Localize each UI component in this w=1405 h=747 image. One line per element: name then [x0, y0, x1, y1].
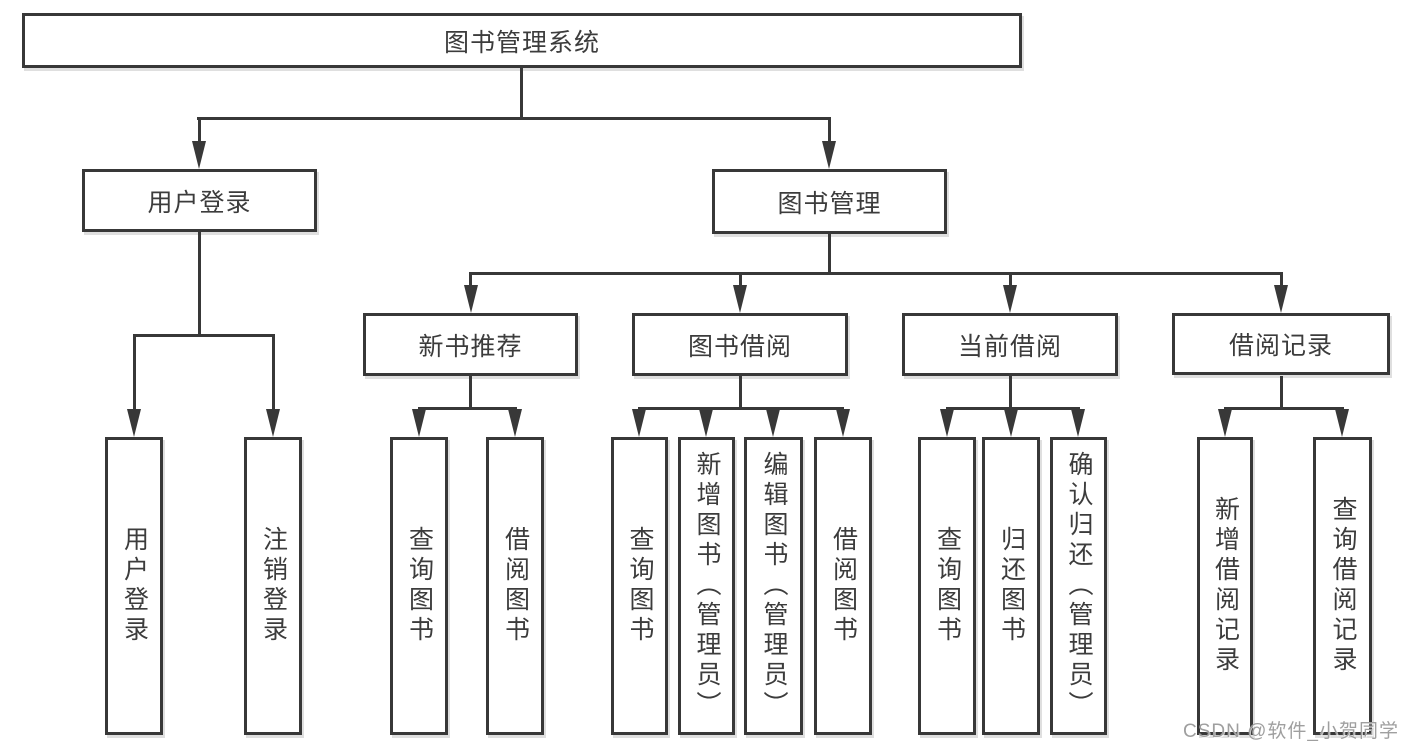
- leaf-label: 查询图书: [933, 526, 962, 646]
- leaf-return-books: 归还图书: [982, 437, 1040, 735]
- arrow-down-icon: [733, 285, 747, 313]
- connector-line: [133, 334, 136, 412]
- arrow-down-icon: [699, 409, 713, 437]
- node-new-book-recommend: 新书推荐: [363, 313, 578, 376]
- node-borrowing-records: 借阅记录: [1172, 313, 1390, 375]
- node-book-borrowing: 图书借阅: [632, 313, 848, 376]
- connector-line: [418, 407, 517, 410]
- arrow-down-icon: [1218, 409, 1232, 437]
- connector-line: [1280, 272, 1283, 290]
- node-user-login: 用户登录: [82, 169, 317, 232]
- leaf-label: 确认归还（管理员）: [1065, 451, 1093, 721]
- leaf-query-books-current: 查询图书: [918, 437, 976, 735]
- connector-line: [739, 376, 742, 410]
- leaf-user-login: 用户登录: [105, 437, 163, 735]
- arrow-down-icon: [412, 409, 426, 437]
- leaf-borrow-books: 借阅图书: [814, 437, 872, 735]
- leaf-label: 借阅图书: [501, 526, 530, 646]
- leaf-edit-books-admin: 编辑图书（管理员）: [744, 437, 803, 735]
- connector-line: [272, 334, 275, 412]
- watermark: CSDN @软件_小贺同学: [1183, 721, 1399, 742]
- leaf-add-borrow-record: 新增借阅记录: [1197, 437, 1253, 735]
- leaf-query-books-borrow: 查询图书: [611, 437, 668, 735]
- leaf-label: 编辑图书（管理员）: [760, 451, 788, 721]
- connector-line: [739, 272, 742, 290]
- connector-line: [828, 117, 831, 147]
- connector-line: [198, 232, 201, 337]
- leaf-query-books-rec: 查询图书: [390, 437, 448, 735]
- leaf-label: 查询图书: [405, 526, 434, 646]
- arrow-down-icon: [1274, 285, 1288, 313]
- leaf-label: 新增图书（管理员）: [693, 451, 721, 721]
- connector-line: [133, 334, 275, 337]
- connector-line: [1280, 376, 1283, 410]
- arrow-down-icon: [192, 141, 206, 169]
- connector-line: [638, 407, 844, 410]
- node-root: 图书管理系统: [22, 13, 1022, 68]
- node-book-management: 图书管理: [712, 169, 947, 234]
- arrow-down-icon: [508, 409, 522, 437]
- connector-line: [469, 272, 472, 290]
- node-current-borrowing: 当前借阅: [902, 313, 1118, 376]
- arrow-down-icon: [836, 409, 850, 437]
- leaf-label: 新增借阅记录: [1211, 496, 1240, 676]
- leaf-label: 归还图书: [997, 526, 1026, 646]
- arrow-down-icon: [127, 409, 141, 437]
- arrow-down-icon: [940, 409, 954, 437]
- connector-line: [198, 117, 201, 147]
- leaf-label: 用户登录: [120, 526, 149, 646]
- leaf-borrow-books-rec: 借阅图书: [486, 437, 544, 735]
- arrow-down-icon: [822, 141, 836, 169]
- arrow-down-icon: [1004, 409, 1018, 437]
- leaf-add-books-admin: 新增图书（管理员）: [678, 437, 735, 735]
- leaf-confirm-return-admin: 确认归还（管理员）: [1050, 437, 1107, 735]
- connector-line: [828, 234, 831, 275]
- leaf-label: 借阅图书: [829, 526, 858, 646]
- connector-line: [520, 68, 523, 120]
- arrow-down-icon: [632, 409, 646, 437]
- connector-line: [1009, 272, 1012, 290]
- leaf-label: 查询借阅记录: [1329, 496, 1357, 676]
- connector-line: [1009, 376, 1012, 410]
- arrow-down-icon: [266, 409, 280, 437]
- arrow-down-icon: [1335, 409, 1349, 437]
- connector-line: [469, 376, 472, 410]
- arrow-down-icon: [1071, 409, 1085, 437]
- leaf-logout: 注销登录: [244, 437, 302, 735]
- connector-line: [1224, 407, 1344, 410]
- leaf-label: 查询图书: [626, 526, 654, 646]
- connector-line: [946, 407, 1080, 410]
- connector-line: [469, 272, 1283, 275]
- leaf-label: 注销登录: [259, 526, 288, 646]
- arrow-down-icon: [1003, 285, 1017, 313]
- connector-line: [197, 117, 831, 120]
- arrow-down-icon: [766, 409, 780, 437]
- leaf-query-borrow-record: 查询借阅记录: [1313, 437, 1372, 735]
- arrow-down-icon: [464, 285, 478, 313]
